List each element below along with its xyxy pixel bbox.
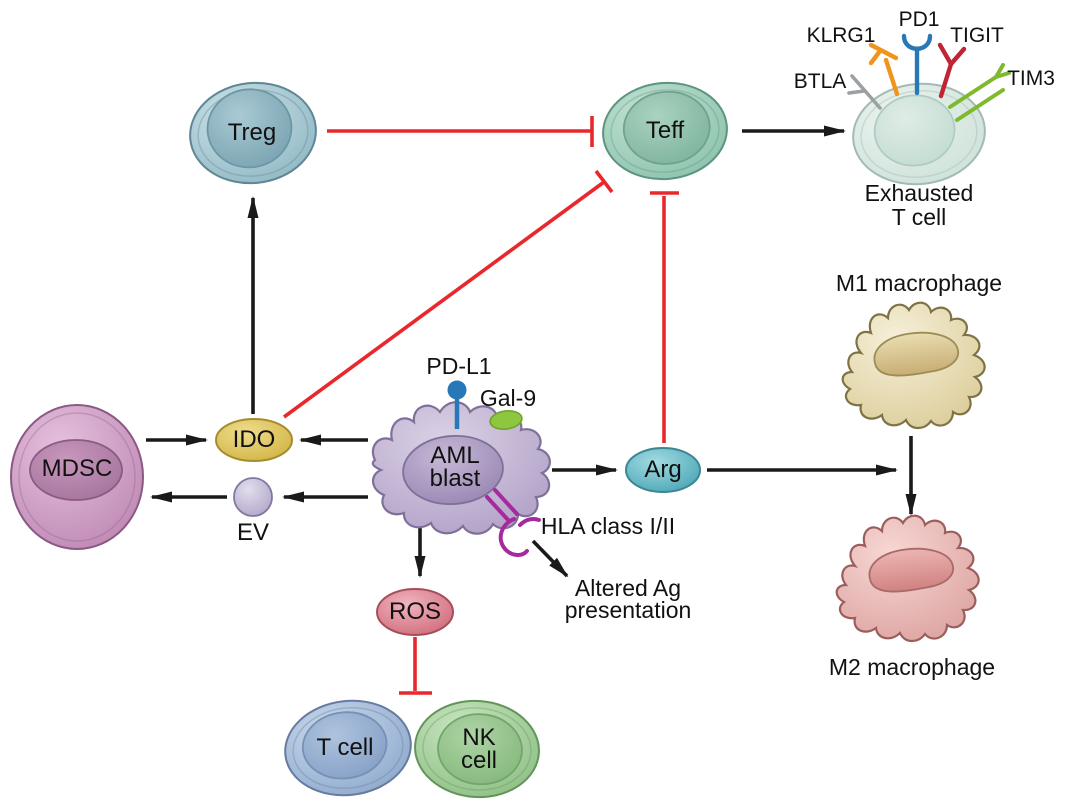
tigit-label: TIGIT — [950, 24, 1004, 47]
pdl1-ligand — [447, 380, 467, 429]
tcell-cell — [284, 699, 412, 797]
tigit-receptor — [937, 42, 967, 99]
gal9-ligand — [489, 410, 523, 430]
tcell-nucleus — [301, 711, 388, 780]
gal9-label: Gal-9 — [479, 385, 537, 411]
treg-nucleus — [206, 88, 293, 169]
inhibition-arg-to-teff — [650, 191, 679, 443]
aml-blast-label: AML blast — [429, 442, 481, 492]
ev-label: EV — [236, 519, 270, 546]
exhausted-label-line1: Exhausted — [864, 180, 974, 206]
arg-molecule — [625, 447, 701, 493]
ev-vesicle — [233, 477, 273, 517]
hla-label: HLA class I/II — [540, 513, 676, 539]
aml-label-line2: blast — [429, 465, 481, 492]
m2-macrophage-cell — [835, 514, 980, 643]
altered-ag-line1: Altered Ag — [574, 575, 682, 601]
teff-cell — [602, 81, 728, 181]
tim3-label: TIM3 — [1007, 67, 1055, 90]
teff-label: Teff — [645, 117, 685, 144]
pdl1-label: PD-L1 — [426, 353, 492, 379]
ros-label: ROS — [388, 598, 442, 625]
treg-label: Treg — [227, 119, 277, 146]
btla-label: BTLA — [793, 70, 847, 93]
inhibition-lines — [282, 116, 679, 695]
tcell-label: T cell — [316, 734, 374, 761]
exhausted-tcell-label: Exhausted T cell — [865, 181, 974, 229]
treg-cell — [189, 81, 317, 185]
klrg1-label: KLRG1 — [806, 24, 876, 47]
inhibition-ido-to-teff — [282, 169, 614, 419]
inhibition-treg-to-teff — [327, 116, 594, 147]
ido-label: IDO — [232, 426, 276, 453]
hla-receptor — [485, 488, 541, 557]
m1-macrophage-label: M1 macrophage — [835, 270, 1003, 296]
nk-nucleus — [437, 713, 523, 786]
nk-label-line2: cell — [460, 747, 498, 774]
altered-ag-label: Altered Ag presentation — [564, 575, 692, 623]
exhausted-label-line2: T cell — [891, 204, 947, 230]
nk-label-line1: NK — [462, 724, 496, 751]
exhausted-tcell — [852, 82, 986, 186]
ido-molecule — [215, 418, 293, 462]
activation-arrows — [146, 125, 917, 578]
mdsc-label: MDSC — [41, 455, 113, 482]
aml-label-line1: AML — [430, 442, 480, 469]
nk-cell-label: NK cell — [460, 724, 498, 774]
btla-receptor — [847, 74, 882, 110]
aml-blast-nucleus — [402, 435, 504, 505]
tim3-receptor — [948, 63, 1011, 122]
arrow-hla-to-altered-ag — [531, 539, 569, 578]
mdsc-nucleus — [29, 439, 123, 501]
pd1-receptor — [901, 33, 933, 96]
klrg1-receptor — [868, 42, 900, 97]
arg-label: Arg — [644, 456, 682, 483]
nk-cell — [414, 699, 540, 799]
altered-ag-line2: presentation — [564, 597, 692, 623]
teff-nucleus — [622, 90, 711, 165]
m1-macrophage-cell — [841, 301, 986, 430]
mdsc-cell — [10, 404, 144, 550]
pd1-label: PD1 — [898, 8, 940, 31]
ros-molecule — [376, 588, 454, 636]
exhausted-tcell-nucleus — [873, 94, 956, 167]
inhibition-ros-to-tcell-nkcell — [399, 637, 432, 695]
m2-macrophage-label: M2 macrophage — [828, 654, 996, 680]
